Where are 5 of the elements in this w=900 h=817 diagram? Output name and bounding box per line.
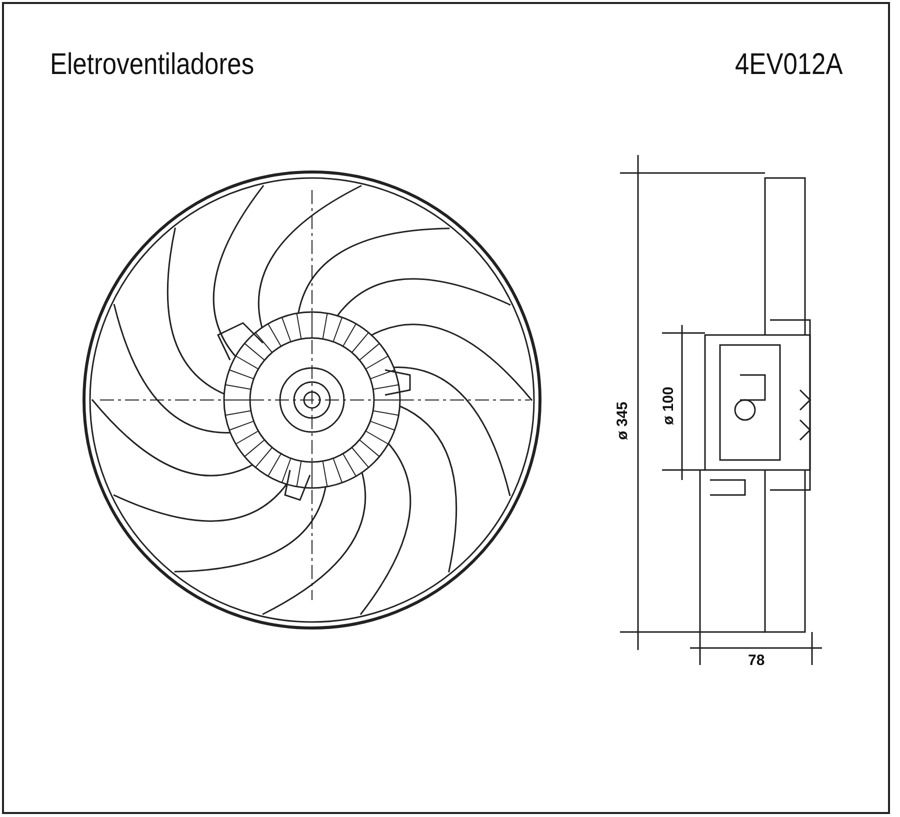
dimension-label: ø 100	[660, 386, 677, 425]
title: Eletroventiladores	[50, 48, 254, 82]
dimension-label: 78	[748, 652, 765, 669]
dimension-label: ø 345	[614, 402, 631, 440]
part-number: 4EV012A	[735, 48, 843, 82]
